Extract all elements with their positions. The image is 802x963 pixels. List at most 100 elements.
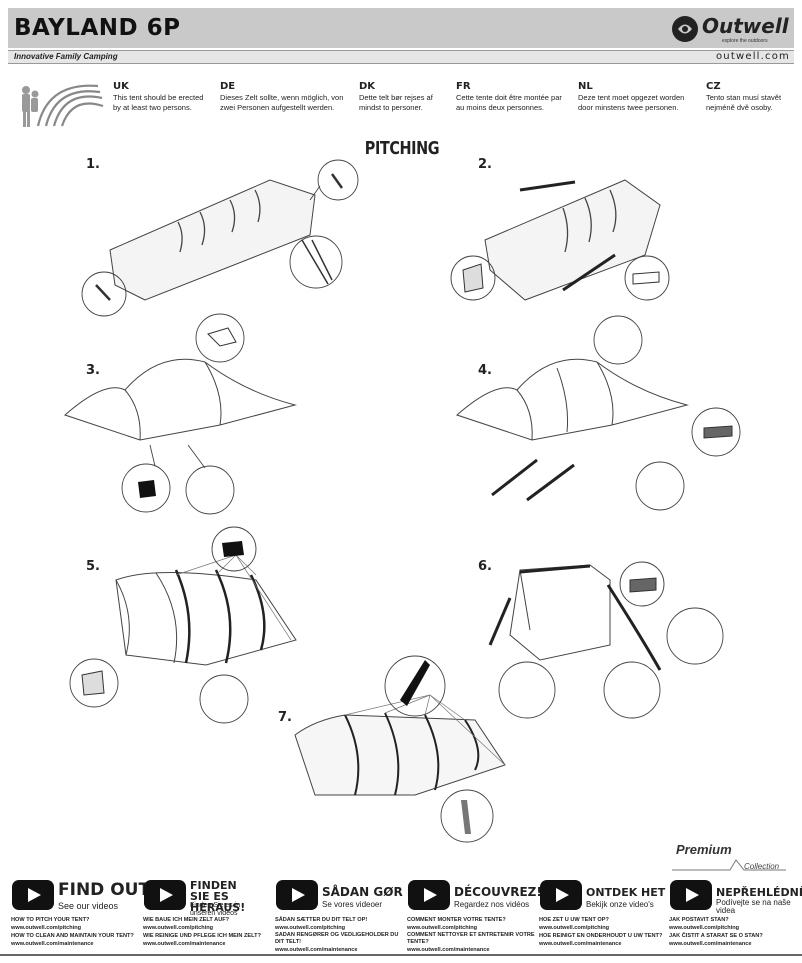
footer-line: SÅDAN RENGØRER OG VEDLIGEHOLDER DU DIT T…	[275, 932, 399, 945]
footer-links: SÅDAN SÆTTER DU DIT TELT OP! www.outwell…	[275, 916, 407, 954]
footer-line: COMMENT MONTER VOTRE TENTE?	[407, 917, 506, 923]
footer-headline: NEPŘEHLÉDNĚTE!	[716, 886, 802, 899]
footer-line: JAK POSTAVIT STAN?	[669, 917, 729, 923]
footer-video-box-nl[interactable]: ONTDEK HET HIER! Bekijk onze video's HOE…	[538, 878, 704, 948]
header-bar: BAYLAND 6P Outwell explore the outdoors	[8, 8, 794, 48]
play-video-icon[interactable]	[540, 880, 582, 910]
lang-block-uk: UK This tent should be erected by at lea…	[113, 80, 253, 112]
step-6-illustration	[488, 560, 760, 730]
lang-block-nl: NL Deze tent moet opgezet worden door mi…	[578, 80, 718, 112]
footer-headline: FINDEN SIE ES HERAUS!	[190, 879, 246, 914]
lang-text: Cette tente doit être montée par au moin…	[456, 93, 562, 112]
bottom-divider	[0, 954, 802, 956]
footer-link-pitching[interactable]: www.outwell.com/pitching	[275, 925, 346, 931]
footer-link-pitching[interactable]: www.outwell.com/pitching	[143, 925, 214, 931]
premium-title: Premium	[676, 842, 732, 857]
lang-code: FR	[456, 81, 471, 92]
footer-subline: Podívejte se na naše videa	[716, 898, 791, 915]
footer-line: HOE REINIGT EN ONDERHOUDT U UW TENT?	[539, 933, 663, 939]
play-video-icon[interactable]	[276, 880, 318, 910]
footer-link-pitching[interactable]: www.outwell.com/pitching	[11, 925, 82, 931]
footer-links: COMMENT MONTER VOTRE TENTE? www.outwell.…	[407, 916, 539, 954]
step-number-2: 2.	[478, 157, 492, 172]
footer-headline: DÉCOUVREZ!	[454, 885, 542, 899]
footer-subline: Regardez nos vidéos	[454, 900, 530, 909]
footer-headline: SÅDAN GØR DU!	[322, 885, 433, 899]
footer-subline: Bekijk onze video's	[586, 900, 654, 909]
lang-block-fr: FR Cette tente doit être montée par au m…	[456, 80, 596, 112]
lang-block-de: DE Dieses Zelt sollte, wenn möglich, von…	[220, 80, 360, 112]
product-title: BAYLAND 6P	[14, 15, 181, 41]
lang-text: This tent should be erected by at least …	[113, 93, 204, 112]
play-video-icon[interactable]	[12, 880, 54, 910]
lang-code: DE	[220, 81, 236, 92]
footer-subline: Se vores videoer	[322, 900, 383, 909]
step-4-illustration	[452, 310, 752, 515]
subheader-bar: Innovative Family Camping outwell.com	[8, 50, 794, 64]
footer-line: SÅDAN SÆTTER DU DIT TELT OP!	[275, 917, 368, 923]
footer-links: HOW TO PITCH YOUR TENT? www.outwell.com/…	[11, 916, 143, 948]
step-number-7: 7.	[278, 710, 292, 725]
footer-subline: See our videos	[58, 901, 119, 911]
footer-link-maintenance[interactable]: www.outwell.com/maintenance	[275, 947, 358, 953]
footer-video-box-uk[interactable]: FIND OUT! See our videos HOW TO PITCH YO…	[10, 878, 158, 948]
footer-line: WIE BAUE ICH MEIN ZELT AUF?	[143, 917, 230, 923]
brand-logo: Outwell explore the outdoors	[670, 12, 789, 46]
step-1-illustration	[70, 159, 370, 320]
footer-link-pitching[interactable]: www.outwell.com/pitching	[669, 925, 740, 931]
lang-block-dk: DK Dette telt bør rejses af mindst to pe…	[359, 80, 499, 112]
lang-text: Tento stan musí stavět nejméně dvě osoby…	[706, 93, 782, 112]
step-number-4: 4.	[478, 363, 492, 378]
lang-code: CZ	[706, 81, 721, 92]
footer-line: WIE REINIGE UND PFLEGE ICH MEIN ZELT?	[143, 933, 261, 939]
lang-text: Deze tent moet opgezet worden door minst…	[578, 93, 685, 112]
footer-video-box-fr[interactable]: DÉCOUVREZ! Regardez nos vidéos COMMENT M…	[406, 878, 542, 953]
footer-line: JAK ČISTIT A STARAT SE O STAN?	[669, 933, 763, 939]
lang-block-cz: CZ Tento stan musí stavět nejméně dvě os…	[706, 80, 802, 112]
footer-link-maintenance[interactable]: www.outwell.com/maintenance	[669, 941, 752, 947]
footer-link-maintenance[interactable]: www.outwell.com/maintenance	[11, 941, 94, 947]
lang-code: DK	[359, 81, 376, 92]
step-3-illustration	[60, 310, 310, 515]
footer-links: HOE ZET U UW TENT OP? www.outwell.com/pi…	[539, 916, 671, 948]
play-video-icon[interactable]	[670, 880, 712, 910]
premium-subtitle: Collection	[744, 862, 780, 871]
footer-headline: ONTDEK HET HIER!	[586, 886, 704, 899]
outwell-logo-icon	[672, 16, 698, 42]
step-7-illustration	[275, 650, 515, 855]
website: outwell.com	[715, 51, 790, 62]
play-video-icon[interactable]	[144, 880, 186, 910]
footer-line: HOW TO PITCH YOUR TENT?	[11, 917, 90, 923]
brand-tagline: explore the outdoors	[722, 38, 768, 44]
premium-collection-badge: Premium Collection	[670, 840, 790, 876]
footer-video-box-dk[interactable]: SÅDAN GØR DU! Se vores videoer SÅDAN SÆT…	[274, 878, 433, 953]
footer-headline: FIND OUT!	[58, 880, 158, 900]
two-persons-illustration	[18, 80, 104, 128]
step-2-illustration	[445, 160, 675, 310]
premium-swoosh-icon	[672, 859, 786, 871]
footer-video-box-cz[interactable]: NEPŘEHLÉDNĚTE! Podívejte se na naše vide…	[668, 878, 802, 948]
step-5-illustration	[66, 525, 326, 725]
footer-link-maintenance[interactable]: www.outwell.com/maintenance	[143, 941, 226, 947]
footer-link-pitching[interactable]: www.outwell.com/pitching	[539, 925, 610, 931]
footer-links: WIE BAUE ICH MEIN ZELT AUF? www.outwell.…	[143, 916, 275, 948]
lang-code: NL	[578, 81, 593, 92]
footer-subline: Finden Sie es in unseren videos	[190, 902, 241, 917]
footer-line: COMMENT NETTOYER ET ENTRETENIR VOTRE TEN…	[407, 932, 535, 945]
step-number-1: 1.	[86, 157, 100, 172]
tagline: Innovative Family Camping	[14, 52, 118, 61]
step-number-6: 6.	[478, 559, 492, 574]
lang-text: Dette telt bør rejses af mindst to perso…	[359, 93, 433, 112]
footer-link-maintenance[interactable]: www.outwell.com/maintenance	[407, 947, 490, 953]
footer-links: JAK POSTAVIT STAN? www.outwell.com/pitch…	[669, 916, 801, 948]
footer-link-pitching[interactable]: www.outwell.com/pitching	[407, 925, 478, 931]
footer-link-maintenance[interactable]: www.outwell.com/maintenance	[539, 941, 622, 947]
lang-text: Dieses Zelt sollte, wenn möglich, von zw…	[220, 93, 344, 112]
lang-code: UK	[113, 81, 129, 92]
footer-video-box-de[interactable]: FINDEN SIE ES HERAUS! Finden Sie es in u…	[142, 878, 272, 948]
footer-line: HOW TO CLEAN AND MAINTAIN YOUR TENT?	[11, 933, 134, 939]
section-title: PITCHING	[364, 138, 440, 159]
play-video-icon[interactable]	[408, 880, 450, 910]
step-number-3: 3.	[86, 363, 100, 378]
footer-line: HOE ZET U UW TENT OP?	[539, 917, 609, 923]
